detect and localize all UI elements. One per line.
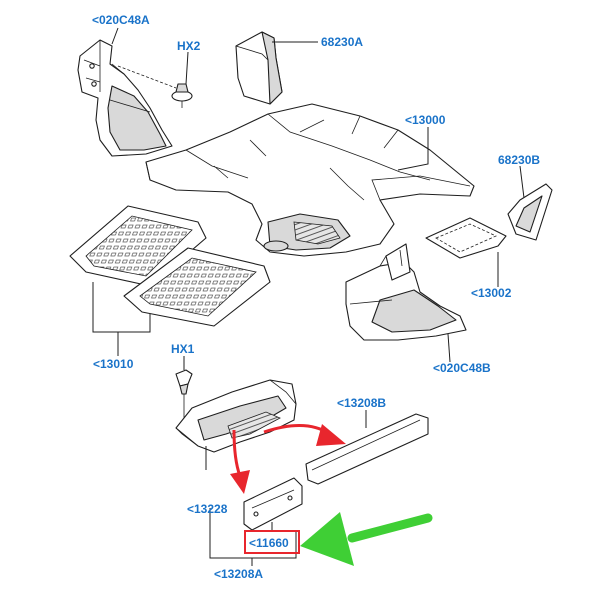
part-020C48B xyxy=(345,243,467,341)
label-13000: <13000 xyxy=(405,113,446,127)
callout-labels: <020C48A HX2 68230A <13000 68230B <13002… xyxy=(92,13,540,581)
part-68230B xyxy=(507,183,553,241)
part-13228 xyxy=(175,379,297,453)
label-020C48A: <020C48A xyxy=(92,13,150,27)
part-13010 xyxy=(69,205,271,327)
red-arrow-to-11660 xyxy=(230,429,250,494)
label-68230A: 68230A xyxy=(321,35,363,49)
red-arrow-to-13208B xyxy=(263,423,346,446)
label-13002: <13002 xyxy=(471,286,512,300)
part-11660 xyxy=(243,477,303,531)
label-020C48B: <020C48B xyxy=(433,361,491,375)
highlight-box-11660 xyxy=(244,530,300,554)
part-020C48A xyxy=(77,39,173,157)
label-11660: <11660 xyxy=(249,536,289,550)
label-13208A: <13208A xyxy=(214,567,263,581)
label-13010: <13010 xyxy=(93,357,134,371)
label-HX2: HX2 xyxy=(177,39,201,53)
part-13000 xyxy=(145,103,475,257)
part-13208B xyxy=(305,413,429,485)
part-13002 xyxy=(425,217,507,259)
label-13208B: <13208B xyxy=(337,396,386,410)
label-13228: <13228 xyxy=(187,502,228,516)
fastener-HX1 xyxy=(175,369,193,418)
label-68230B: 68230B xyxy=(498,153,540,167)
part-68230A xyxy=(235,31,283,105)
green-arrow xyxy=(300,512,433,566)
leader-lines xyxy=(92,27,525,566)
label-HX1: HX1 xyxy=(171,342,195,356)
fastener-HX2 xyxy=(117,65,193,108)
